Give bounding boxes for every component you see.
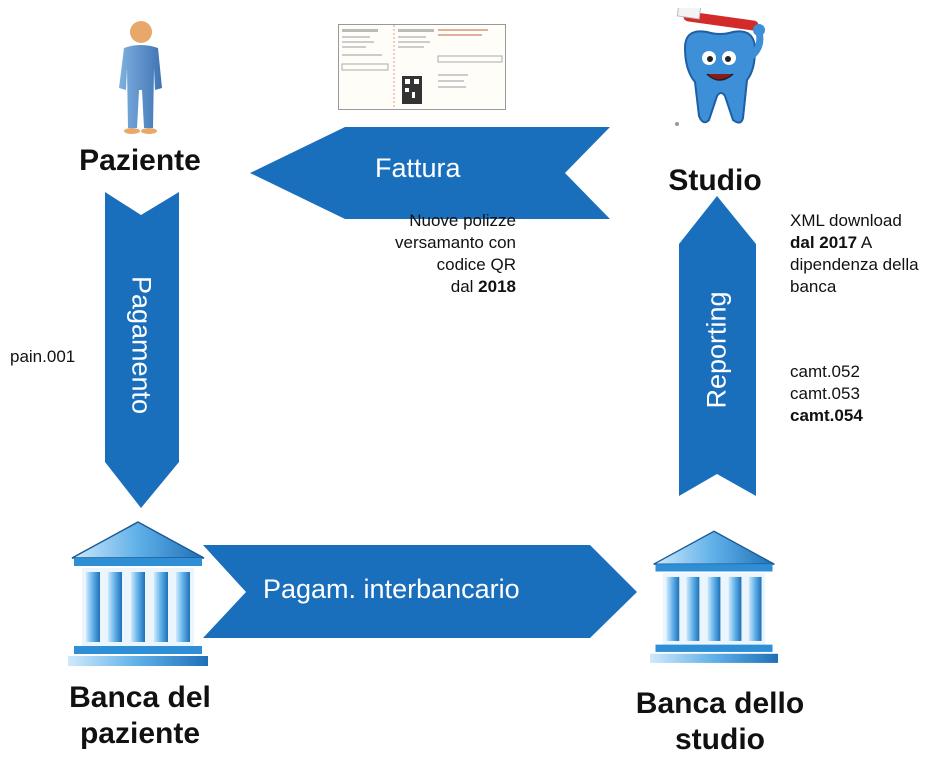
patient-bank-icon [68, 521, 208, 666]
practice-label: Studio [668, 164, 762, 197]
reporting-arrow [679, 196, 756, 496]
camt-note-line2: camt.053 [790, 384, 860, 403]
patient-bank-label: Banca del paziente [40, 680, 240, 752]
qr-note-line1: Nuove polizze [409, 211, 516, 230]
qr-note-year: 2018 [478, 277, 516, 296]
pain-note: pain.001 [10, 347, 76, 366]
qr-invoice-slip-icon [338, 24, 506, 110]
camt-note-line1: camt.052 [790, 362, 860, 381]
qr-note-line2: versamanto con [395, 233, 516, 252]
patient-bank-label-line1: Banca del [69, 681, 211, 714]
reporting-arrow-label: Reporting [701, 291, 732, 409]
practice-bank-label-line1: Banca dello [635, 687, 805, 720]
practice-bank-icon [650, 530, 778, 663]
payment-arrow [105, 192, 179, 508]
xml-note-line3: dipendenza della [790, 255, 919, 274]
xml-note-line2: dal 2017 A [790, 232, 940, 254]
practice-bank-label-line2: studio [675, 723, 765, 756]
xml-note-line2-rest: A [857, 233, 873, 252]
tooth-mascot-icon [675, 8, 765, 126]
xml-note: XML download dal 2017 A dipendenza della… [790, 210, 940, 298]
qr-note-line4-prefix: dal [450, 277, 479, 296]
patient-bank-label-line2: paziente [79, 717, 201, 750]
qr-note-line3: codice QR [436, 255, 516, 274]
camt-note-line3: camt.054 [790, 405, 940, 427]
invoice-arrow-label: Fattura [375, 153, 461, 183]
interbank-arrow-label: Pagam. interbancario [263, 574, 520, 604]
practice-bank-label: Banca dello studio [610, 686, 830, 758]
xml-note-line1: XML download [790, 211, 902, 230]
person-icon [119, 21, 162, 134]
camt-054-bold: camt.054 [790, 406, 863, 425]
interbank-arrow [203, 545, 637, 638]
payment-arrow-label: Pagamento [126, 275, 157, 415]
qr-note-line4: dal 2018 [320, 276, 516, 298]
xml-note-line4: banca [790, 277, 837, 296]
xml-note-year: dal 2017 [790, 233, 858, 252]
patient-label: Paziente [79, 144, 201, 177]
camt-note: camt.052 camt.053 camt.054 [790, 361, 940, 427]
invoice-arrow [250, 127, 610, 219]
qr-note: Nuove polizze versamanto con codice QR d… [320, 210, 516, 298]
